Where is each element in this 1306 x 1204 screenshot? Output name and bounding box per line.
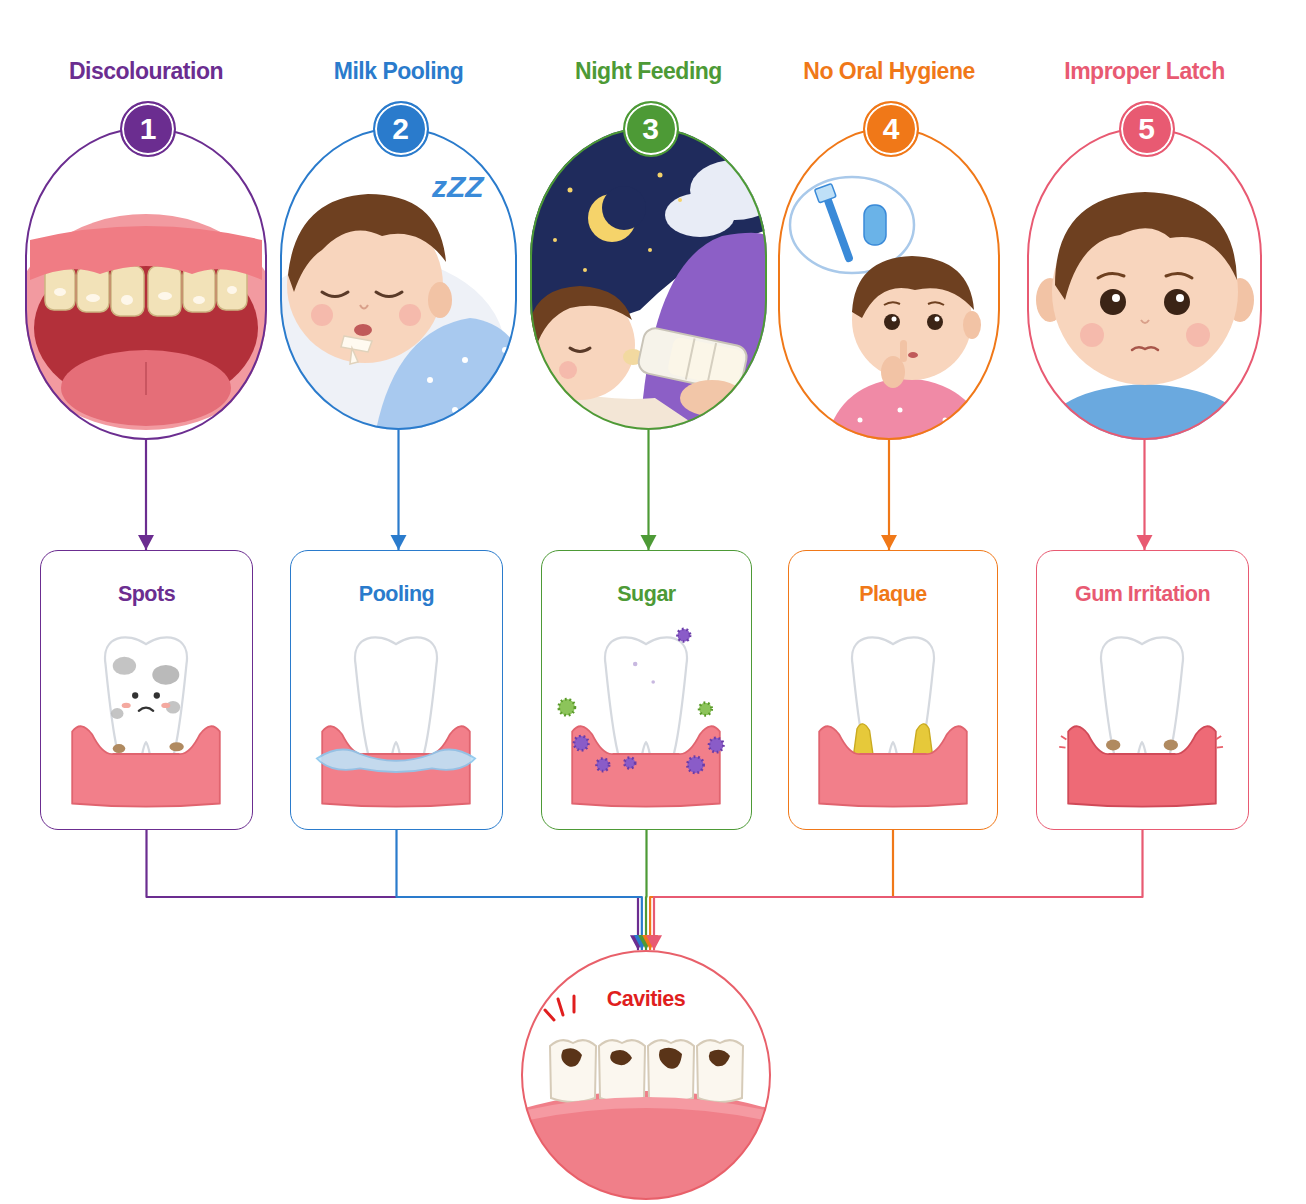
box-title: Sugar bbox=[542, 579, 751, 609]
spotted-tooth bbox=[72, 637, 220, 806]
box-title: Plaque bbox=[789, 579, 997, 609]
night-feeding-illustration bbox=[530, 127, 767, 430]
arrow-head bbox=[1137, 535, 1153, 550]
callout-number: 3 bbox=[623, 101, 679, 157]
connector-line bbox=[645, 830, 648, 950]
callout-number-text: 2 bbox=[375, 103, 427, 155]
callout-number-text: 3 bbox=[625, 103, 677, 155]
box-title: Pooling bbox=[291, 579, 502, 609]
heading-text: Discolouration bbox=[27, 56, 265, 86]
heading-text: No Oral Hygiene bbox=[780, 56, 998, 86]
pooling-tooth bbox=[317, 637, 475, 806]
sugar-tooth bbox=[559, 629, 724, 807]
connector-line bbox=[397, 430, 399, 550]
callout-number: 2 bbox=[373, 101, 429, 157]
arrow-head bbox=[138, 535, 154, 550]
connector-line bbox=[654, 830, 1143, 950]
sleep-mark: zZZ bbox=[432, 170, 484, 204]
connector-line bbox=[888, 440, 890, 550]
box-title: Spots bbox=[41, 579, 252, 609]
cause-oval: Discolouration1 bbox=[25, 127, 267, 440]
callout-number-text: 1 bbox=[122, 103, 174, 155]
effect-box: Gum Irritation bbox=[1036, 550, 1249, 830]
plaque-tooth bbox=[819, 637, 967, 806]
sleeping-baby-illustration bbox=[280, 194, 517, 430]
connector-line bbox=[145, 440, 147, 550]
effect-box: Pooling bbox=[290, 550, 503, 830]
result-title: Cavities bbox=[523, 984, 769, 1014]
cause-oval: Night Feeding3 bbox=[530, 127, 767, 430]
alert-marks bbox=[545, 996, 574, 1020]
cause-oval: Improper Latch5 bbox=[1027, 127, 1262, 440]
callout-number: 5 bbox=[1119, 101, 1175, 157]
arrow-head bbox=[646, 935, 662, 950]
thinking-baby-illustration bbox=[790, 177, 990, 440]
callout-number-text: 5 bbox=[1121, 103, 1173, 155]
connector-line bbox=[647, 430, 649, 550]
cause-oval: No Oral Hygiene4 bbox=[778, 127, 1000, 440]
effect-box: Sugar bbox=[541, 550, 752, 830]
box-title: Gum Irritation bbox=[1037, 579, 1248, 609]
callout-number: 4 bbox=[863, 101, 919, 157]
arrow-head bbox=[881, 535, 897, 550]
cavities-illustration bbox=[518, 1040, 774, 1204]
connector-line bbox=[147, 830, 639, 950]
connector-line bbox=[397, 830, 642, 950]
callout-number-text: 4 bbox=[865, 103, 917, 155]
heading-text: Night Feeding bbox=[532, 56, 765, 86]
result-circle: Cavities bbox=[521, 950, 771, 1200]
connector-line bbox=[1143, 440, 1145, 550]
arrow-head bbox=[391, 535, 407, 550]
irritated-tooth bbox=[1059, 637, 1223, 806]
effect-box: Plaque bbox=[788, 550, 998, 830]
callout-number: 1 bbox=[120, 101, 176, 157]
effect-box: Spots bbox=[40, 550, 253, 830]
heading-text: Milk Pooling bbox=[282, 56, 515, 86]
heading-text: Improper Latch bbox=[1029, 56, 1260, 86]
arrow-head bbox=[641, 535, 657, 550]
connector-line bbox=[650, 830, 893, 950]
mouth-illustration bbox=[25, 214, 267, 430]
worried-baby-illustration bbox=[1035, 192, 1258, 440]
